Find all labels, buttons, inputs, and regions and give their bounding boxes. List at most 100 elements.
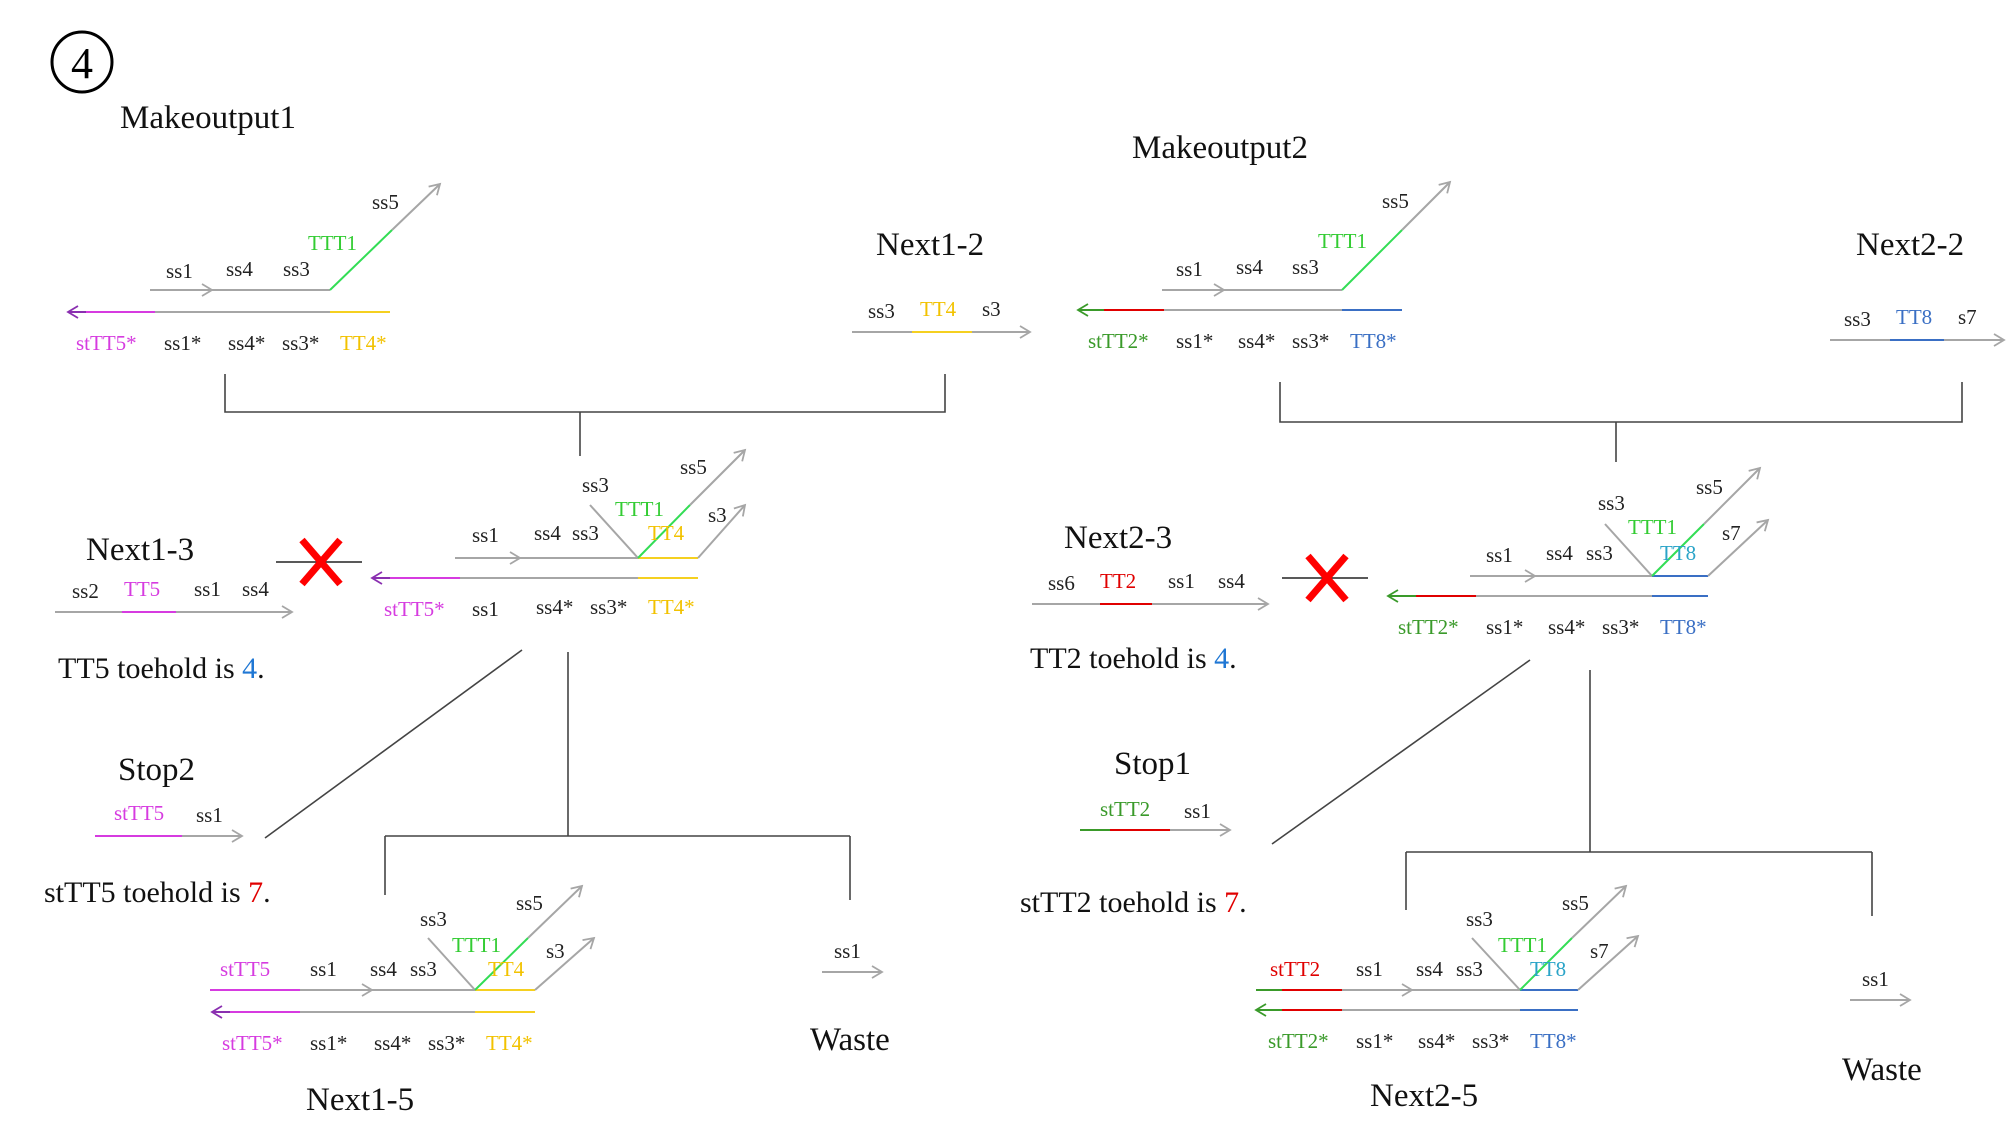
segment-label: ss1* (1356, 1029, 1393, 1053)
segment-label: ss3 (1586, 541, 1613, 565)
segment-label: TTT1 (452, 933, 501, 957)
next1-3-title: Next1-3 (86, 532, 194, 568)
stop2-title: Stop2 (118, 752, 195, 788)
segment-label: ss4* (228, 331, 265, 355)
segment-label: ss6 (1048, 571, 1075, 595)
segment-label: stTT5* (384, 597, 445, 621)
segment-label: stTT2* (1088, 329, 1149, 353)
blocked-cross-icon (1282, 553, 1368, 603)
segment-label: ss1 (1176, 257, 1203, 281)
segment-label: TT8 (1896, 305, 1932, 329)
segment-label: ss1* (310, 1031, 347, 1055)
segment-label: ss4 (1546, 541, 1573, 565)
product-complex (1386, 466, 1770, 603)
toehold-note: TT5 toehold is 4. (58, 652, 265, 685)
segment-label: ss1 (196, 803, 223, 827)
segment-label: TTT1 (1318, 229, 1367, 253)
segment-label: s7 (1590, 939, 1609, 963)
segment-label: ss3 (1292, 255, 1319, 279)
segment-label: ss1 (1486, 543, 1513, 567)
step-marker: 4 (50, 30, 114, 94)
segment-label: stTT2* (1398, 615, 1459, 639)
segment-label: ss5 (1696, 475, 1723, 499)
segment-label: ss4* (1548, 615, 1585, 639)
segment-label: stTT2 (1100, 797, 1150, 821)
segment-label: ss3 (1844, 307, 1871, 331)
segment-label: TT4* (648, 595, 695, 619)
segment-label: ss4* (374, 1031, 411, 1055)
segment-label: ss1 (194, 577, 221, 601)
segment-label: ss1 (1356, 957, 1383, 981)
segment-label: ss1 (1168, 569, 1195, 593)
stop1-title: Stop1 (1114, 746, 1191, 782)
next1-5-title: Next1-5 (306, 1082, 414, 1118)
segment-label: TT2 (1100, 569, 1136, 593)
segment-label: stTT5* (222, 1031, 283, 1055)
next2-2-title: Next2-2 (1856, 227, 1964, 263)
makeoutput1-complex (66, 182, 442, 319)
segment-label: stTT5 (220, 957, 270, 981)
segment-label: TT4* (340, 331, 387, 355)
reaction-connector (264, 649, 851, 900)
segment-label: ss3 (1456, 957, 1483, 981)
segment-label: ss3 (1598, 491, 1625, 515)
segment-label: stTT5* (76, 331, 137, 355)
segment-label: TTT1 (1628, 515, 1677, 539)
toehold-note: TT2 toehold is 4. (1030, 642, 1237, 675)
segment-label: ss5 (516, 891, 543, 915)
segment-label: s7 (1722, 521, 1741, 545)
segment-label: s3 (982, 297, 1001, 321)
segment-label: ss1 (834, 939, 861, 963)
segment-label: TT4 (920, 297, 957, 321)
waste-title: Waste (810, 1022, 890, 1058)
product-complex (370, 448, 747, 585)
segment-label: stTT2 (1270, 957, 1320, 981)
segment-label: ss3* (590, 595, 627, 619)
reaction-connector (1271, 659, 1873, 916)
segment-label: ss1 (166, 259, 193, 283)
segment-label: ss1* (164, 331, 201, 355)
segment-label: ss4 (226, 257, 253, 281)
right-panel: Makeoutput2 ss1 ss4 ss3 TTT1 ss5 stTT2* … (1020, 130, 2006, 1114)
segment-label: ss1 (1862, 967, 1889, 991)
segment-label: TTT1 (308, 231, 357, 255)
segment-label: ss4 (1218, 569, 1245, 593)
segment-label: ss4 (534, 521, 561, 545)
segment-label: ss3 (410, 957, 437, 981)
segment-label: ss3 (572, 521, 599, 545)
segment-label: ss3* (1602, 615, 1639, 639)
segment-label: ss5 (680, 455, 707, 479)
segment-label: TT5 (124, 577, 160, 601)
segment-label: ss3 (283, 257, 310, 281)
reaction-connector (224, 374, 946, 456)
segment-label: ss5 (1382, 189, 1409, 213)
stop-toehold-note: stTT5 toehold is 7. (44, 876, 271, 909)
next2-3-title: Next2-3 (1064, 520, 1172, 556)
segment-label: TT8* (1660, 615, 1707, 639)
segment-label: ss3* (1472, 1029, 1509, 1053)
next2-5-title: Next2-5 (1370, 1078, 1478, 1114)
segment-label: TT8* (1530, 1029, 1577, 1053)
segment-label: ss3 (582, 473, 609, 497)
segment-label: ss2 (72, 579, 99, 603)
segment-label: ss1* (1486, 615, 1523, 639)
makeoutput2-title: Makeoutput2 (1132, 130, 1308, 166)
segment-label: ss1 (472, 523, 499, 547)
segment-label: ss3 (868, 299, 895, 323)
segment-label: ss5 (372, 190, 399, 214)
segment-label: stTT2* (1268, 1029, 1329, 1053)
segment-label: ss4 (1236, 255, 1263, 279)
segment-label: ss4 (1416, 957, 1443, 981)
left-panel: Makeoutput1 ss1 ss4 ss3 TTT1 ss5 stTT5* … (44, 100, 1032, 1118)
makeoutput1-title: Makeoutput1 (120, 100, 296, 136)
segment-label: ss3* (428, 1031, 465, 1055)
segment-label: TT8 (1530, 957, 1566, 981)
reaction-connector (1279, 382, 1963, 462)
segment-label: ss1 (310, 957, 337, 981)
next2-5-complex (1254, 884, 1640, 1017)
segment-label: ss3 (420, 907, 447, 931)
segment-label: TTT1 (1498, 933, 1547, 957)
stop-toehold-note: stTT2 toehold is 7. (1020, 886, 1247, 919)
segment-label: ss4* (536, 595, 573, 619)
next1-5-complex (210, 884, 596, 1019)
